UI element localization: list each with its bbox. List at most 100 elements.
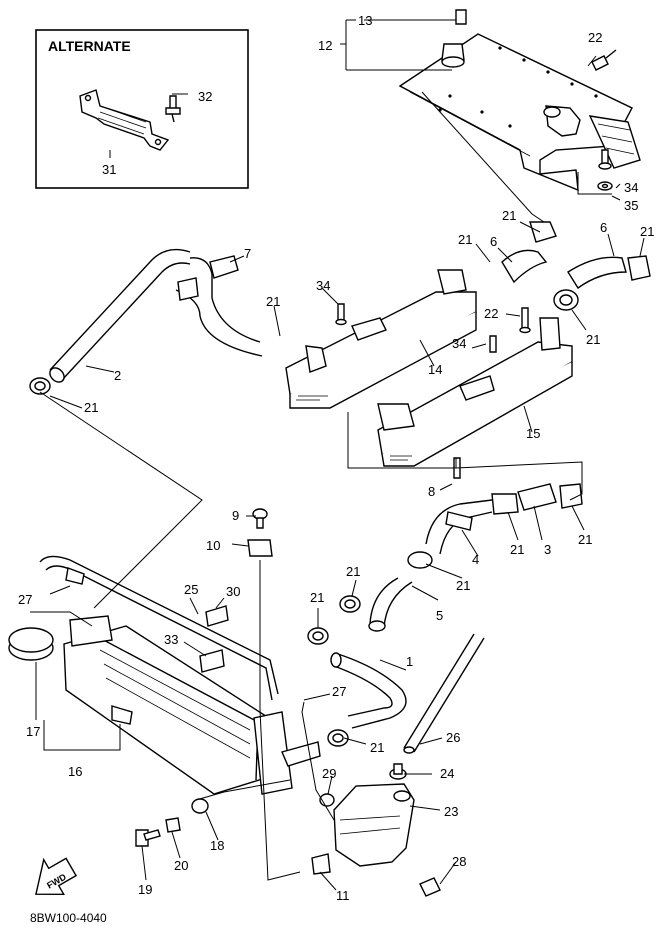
hose-3: [491, 483, 583, 515]
fitting-11: [311, 853, 331, 875]
core-15: [377, 317, 573, 467]
hose-6-right: [567, 255, 651, 290]
bracket-10: [247, 539, 273, 557]
callout-14: 14: [428, 362, 442, 377]
callout-7: 7: [244, 246, 251, 261]
grommet-18: [191, 798, 209, 814]
radiator-cap-17: [8, 627, 54, 661]
callout-21: 21: [510, 542, 524, 557]
clamp-21-d: [29, 377, 51, 395]
callout-30: 30: [226, 584, 240, 599]
clip-30: [205, 605, 229, 627]
leader-lines: [30, 19, 645, 891]
alternate-inset: ALTERNATE: [35, 29, 249, 189]
bolt-22-mid: [519, 307, 531, 334]
callout-22: 22: [588, 30, 602, 45]
collar-20: [165, 817, 181, 833]
clamp-21-c: [327, 729, 349, 747]
callout-25: 25: [184, 582, 198, 597]
callout-5: 5: [436, 608, 443, 623]
callout-6: 6: [600, 220, 607, 235]
callout-21: 21: [346, 564, 360, 579]
callout-21: 21: [310, 590, 324, 605]
callout-labels: 13 12 22 32 31 34 35 21 21 6 6 21 7 34 2…: [18, 13, 654, 903]
alternate-bracket-part: [79, 89, 170, 151]
callout-4: 4: [472, 552, 479, 567]
callout-31: 31: [102, 162, 116, 177]
radiator-16: [63, 615, 321, 795]
callout-34: 34: [452, 336, 466, 351]
callout-27: 27: [332, 684, 346, 699]
callout-12: 12: [318, 38, 332, 53]
clamp-right-21: [553, 289, 579, 311]
forward-arrow-icon: FWD: [35, 857, 78, 896]
clip-33: [199, 649, 225, 673]
hose-7-assembly: [175, 255, 263, 357]
callout-27: 27: [18, 592, 32, 607]
callout-6: 6: [490, 234, 497, 249]
callout-34: 34: [316, 278, 330, 293]
callout-2: 2: [114, 368, 121, 383]
alternate-title: ALTERNATE: [48, 38, 131, 54]
callout-21: 21: [370, 740, 384, 755]
callout-15: 15: [526, 426, 540, 441]
hose-2: [49, 248, 191, 383]
core-14: [285, 269, 477, 409]
callout-28: 28: [452, 854, 466, 869]
top-cover-plate: [398, 33, 641, 192]
callout-34: 34: [624, 180, 638, 195]
tube-25: [39, 555, 279, 701]
callout-21: 21: [266, 294, 280, 309]
callout-21: 21: [586, 332, 600, 347]
clamp-21-a: [339, 595, 361, 613]
callout-17: 17: [26, 724, 40, 739]
callout-13: 13: [358, 13, 372, 28]
pipe-4: [425, 499, 493, 555]
clamp-21-b: [307, 627, 329, 645]
callout-18: 18: [210, 838, 224, 853]
reservoir-23: [333, 783, 415, 867]
callout-32: 32: [198, 89, 212, 104]
callout-21: 21: [502, 208, 516, 223]
bolt-34-mid: [489, 335, 497, 353]
callout-21: 21: [456, 578, 470, 593]
callout-3: 3: [544, 542, 551, 557]
plate-rivets: [438, 46, 598, 128]
callout-21: 21: [84, 400, 98, 415]
hose-1: [330, 652, 407, 729]
overflow-tube-26: [403, 633, 485, 754]
hose-5: [368, 551, 433, 632]
callout-23: 23: [444, 804, 458, 819]
bolt-34-top: [598, 149, 612, 170]
bolt-34-left: [335, 303, 347, 326]
callout-9: 9: [232, 508, 239, 523]
filler-neck-part: [441, 9, 467, 68]
callout-21: 21: [578, 532, 592, 547]
callout-26: 26: [446, 730, 460, 745]
callout-22: 22: [484, 306, 498, 321]
callout-16: 16: [68, 764, 82, 779]
callout-24: 24: [440, 766, 454, 781]
callout-10: 10: [206, 538, 220, 553]
screw-9: [252, 508, 268, 529]
bolt-19: [135, 829, 161, 847]
callout-1: 1: [406, 654, 413, 669]
alternate-inset-frame: [35, 29, 249, 189]
callout-11: 11: [336, 888, 350, 903]
bolt-28: [419, 877, 441, 897]
callout-21: 21: [640, 224, 654, 239]
hose-6-left: [501, 221, 557, 284]
cap-24: [389, 763, 407, 780]
callout-21: 21: [458, 232, 472, 247]
washer-35: [597, 181, 613, 191]
diagram-code: 8BW100-4040: [30, 911, 107, 925]
callout-33: 33: [164, 632, 178, 647]
callout-29: 29: [322, 766, 336, 781]
alternate-bolt-part: [165, 95, 181, 123]
callout-8: 8: [428, 484, 435, 499]
callout-35: 35: [624, 198, 638, 213]
callout-20: 20: [174, 858, 188, 873]
bolt-22-top: [591, 49, 617, 71]
